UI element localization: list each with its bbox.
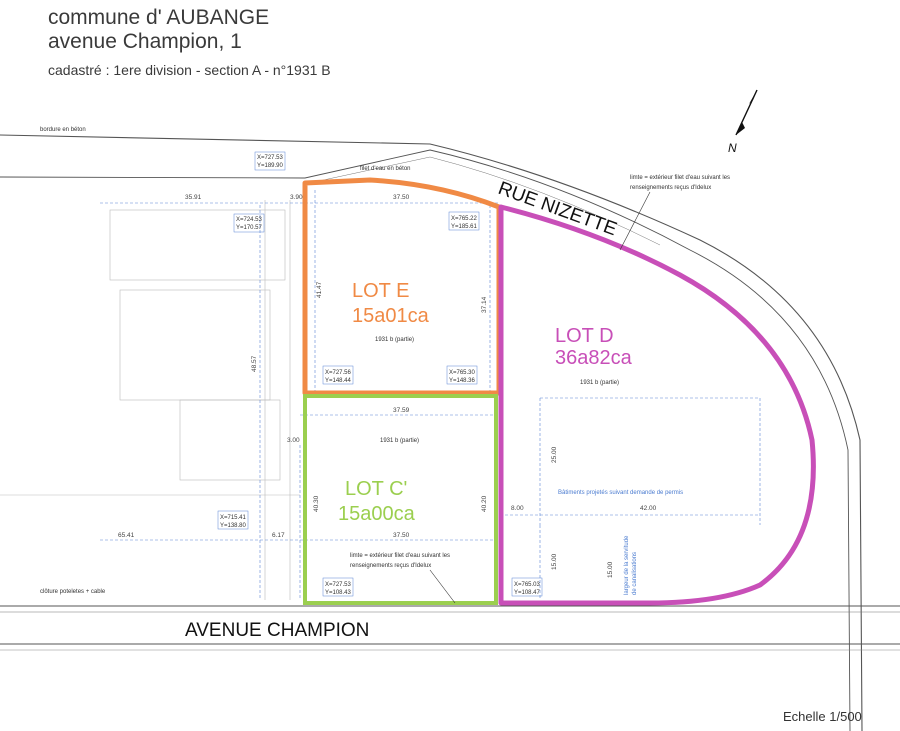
svg-text:Y=138.80: Y=138.80 [220, 523, 247, 529]
lot-e-area: 15a01ca [352, 305, 430, 327]
svg-text:Y=170.57: Y=170.57 [236, 225, 263, 231]
svg-text:X=765.30: X=765.30 [449, 370, 476, 376]
street-edge-outer [0, 134, 863, 731]
coord-box-3: X=724.53 Y=170.57 [233, 213, 265, 233]
dim-8-00: 8.00 [511, 505, 524, 512]
lot-c-boundary [303, 394, 498, 605]
dim-37-50-bottom: 37.50 [393, 532, 410, 539]
svg-text:X=727.53: X=727.53 [257, 155, 284, 161]
note-bordure: bordure en béton [40, 127, 86, 133]
dim-15-00-a: 15.00 [551, 553, 558, 570]
coord-box-2: X=765.22 Y=185.61 [448, 211, 480, 231]
lot-c-area: 15a00ca [338, 503, 416, 525]
svg-text:Y=185.61: Y=185.61 [451, 224, 478, 230]
note-limit-top-2: renseignements reçus d'Idelux [630, 185, 711, 191]
note-buildings: Bâtiments projetés suivant demande de pe… [558, 490, 683, 496]
cadastre-subtitle: cadastré : 1ere division - section A - n… [48, 62, 331, 78]
dim-41-47: 41.47 [316, 281, 323, 298]
lot-d-boundary [498, 204, 816, 606]
dim-37-50-top: 37.50 [393, 194, 410, 201]
scale-label: Echelle 1/500 [783, 709, 862, 724]
coord-box-8: X=765.03 Y=108.47 [511, 577, 543, 597]
dim-15-00-b: 15.00 [607, 561, 614, 578]
note-cloture: clôture poteletes + cable [40, 589, 106, 595]
street-edge-mid [304, 156, 661, 246]
north-label: N [728, 141, 737, 155]
dim-48-57: 48.57 [251, 355, 258, 372]
note-leader-top [619, 191, 651, 251]
dim-40-20: 40.20 [481, 495, 488, 512]
street-avenue-champion: AVENUE CHAMPION [185, 620, 369, 641]
dim-42-00: 42.00 [640, 505, 657, 512]
street-edge-inner [0, 149, 851, 731]
svg-text:Y=189.90: Y=189.90 [257, 163, 284, 169]
lot-e-name: LOT E [352, 280, 409, 302]
neighbor-buildings [0, 200, 300, 600]
note-limit-bottom-1: limte = extérieur filet d'eau suivant le… [350, 553, 450, 559]
note-leader-bottom [429, 569, 456, 604]
commune-title: commune d' AUBANGE [48, 6, 270, 29]
dim-3-90: 3.90 [290, 194, 303, 201]
svg-text:Y=148.44: Y=148.44 [325, 378, 352, 384]
svg-text:X=765.22: X=765.22 [451, 216, 478, 222]
dim-37-59: 37.59 [393, 407, 410, 414]
dim-3-00: 3.00 [287, 437, 300, 444]
parcel-label-e: 1931 b (partie) [375, 337, 414, 343]
svg-text:Y=108.43: Y=108.43 [325, 590, 352, 596]
lot-d-name: LOT D [555, 325, 614, 347]
note-filet: filet d'eau en béton [360, 166, 411, 172]
coord-box-1: X=727.53 Y=189.90 [254, 151, 286, 171]
coord-box-7: X=727.53 Y=108.43 [322, 577, 354, 597]
dim-6-17: 6.17 [272, 532, 285, 539]
svg-text:X=715.41: X=715.41 [220, 515, 247, 521]
svg-text:X=727.53: X=727.53 [325, 582, 352, 588]
coord-box-4: X=727.56 Y=148.44 [322, 365, 354, 385]
note-servitude-1: largeur de la servitude [624, 535, 630, 595]
north-arrow: N [728, 89, 758, 155]
dim-65-41: 65.41 [118, 532, 135, 539]
coord-box-6: X=715.41 Y=138.80 [217, 510, 249, 530]
dim-35-91: 35.91 [185, 194, 202, 201]
svg-text:Y=148.36: Y=148.36 [449, 378, 476, 384]
note-servitude-2: de canalisations [632, 552, 638, 595]
address-title: avenue Champion, 1 [48, 30, 242, 53]
parcel-label-d: 1931 b (partie) [580, 380, 619, 386]
note-limit-top-1: limte = extérieur filet d'eau suivant le… [630, 175, 730, 181]
lot-c-name: LOT C' [345, 478, 407, 500]
svg-text:X=765.03: X=765.03 [514, 582, 541, 588]
svg-text:X=724.53: X=724.53 [236, 217, 263, 223]
svg-text:Y=108.47: Y=108.47 [514, 590, 541, 596]
coord-box-5: X=765.30 Y=148.36 [446, 365, 478, 385]
dim-25-00: 25.00 [551, 446, 558, 463]
parcel-label-c: 1931 b (partie) [380, 438, 419, 444]
dim-37-14: 37.14 [481, 296, 488, 313]
lot-d-area: 36a82ca [555, 347, 633, 369]
dimension-lines [100, 190, 761, 600]
svg-text:X=727.56: X=727.56 [325, 370, 352, 376]
dim-40-30: 40.30 [313, 495, 320, 512]
note-limit-bottom-2: renseignements reçus d'Idelux [350, 563, 431, 569]
